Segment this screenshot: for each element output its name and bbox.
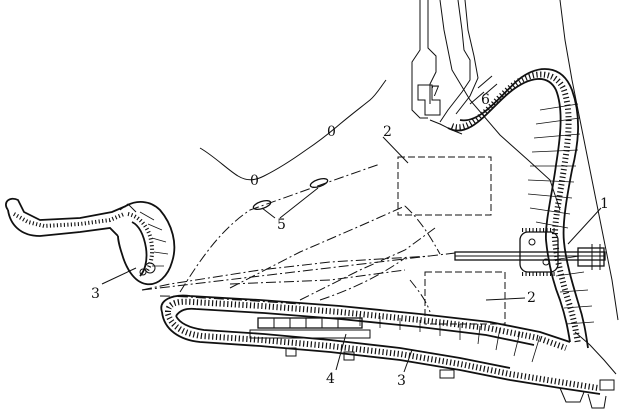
- label-dredging: 5: [277, 217, 286, 233]
- jetty: [454, 228, 606, 276]
- label-storage-south: 2: [527, 290, 536, 306]
- label-town-west: 7: [431, 84, 440, 100]
- label-breakwater-south: 3: [397, 373, 406, 389]
- contour-label-2: 0: [327, 124, 336, 140]
- contour-line: [199, 79, 387, 181]
- storage-yard-south: [424, 271, 526, 325]
- label-storage-north: 2: [383, 124, 392, 140]
- label-breakwater-west: 3: [91, 286, 100, 302]
- breakwater-south: [160, 294, 615, 409]
- label-town-east: 6: [481, 92, 490, 108]
- label-quay: 4: [326, 371, 335, 387]
- channel-lines: [141, 163, 456, 313]
- town-area: [411, 0, 498, 135]
- label-jetty: 1: [600, 196, 609, 212]
- contour-label-1: 0: [250, 173, 259, 189]
- shoreline: [439, 0, 619, 375]
- breakwater-east: [447, 68, 595, 349]
- breakwater-west: [5, 197, 176, 286]
- leader-lines: [101, 207, 602, 373]
- storage-yard-north: [382, 136, 492, 216]
- dredging-pits: [252, 178, 329, 219]
